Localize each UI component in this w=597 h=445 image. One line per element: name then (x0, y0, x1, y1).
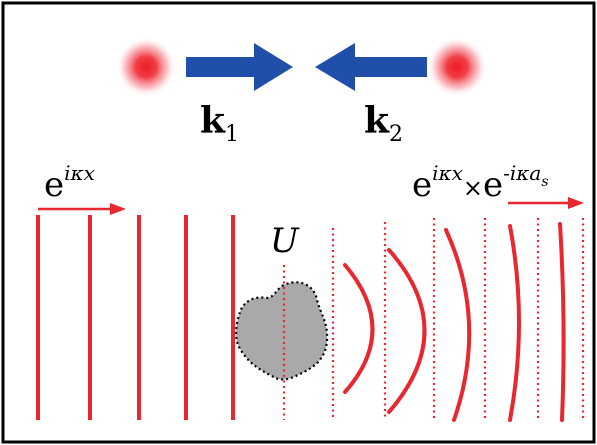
transmitted-arrow-icon (568, 197, 584, 209)
k1-label-sub: 1 (225, 122, 239, 147)
scattered-wave-label: eiκx×e-iκas (412, 161, 549, 205)
k1-label-base: k (200, 100, 226, 142)
scattered-wavefront (558, 222, 566, 422)
phase-base: e (483, 165, 503, 205)
times-sign: × (463, 174, 483, 202)
scattered-wavefront (444, 228, 472, 422)
phase-exp: -iκa (503, 161, 541, 185)
k1-arrow-icon (186, 43, 293, 91)
incident-wavefronts (36, 215, 235, 420)
scatterer-potential-shape (235, 281, 329, 381)
scattered-wave-exp: iκx (432, 161, 463, 185)
k2-label-base: k (364, 100, 390, 142)
scattered-wavefront (387, 248, 427, 414)
incident-wave-label: eiκx (44, 161, 95, 205)
potential-label: U (270, 221, 300, 261)
incident-arrow-icon (110, 203, 126, 215)
phase-exp-sub: s (541, 174, 548, 190)
incident-wave-base: e (44, 165, 64, 205)
scattered-wavefront (343, 263, 375, 394)
k2-label-sub: 2 (389, 122, 403, 147)
scattered-wavefront (508, 224, 521, 422)
scattered-wave-base: e (412, 165, 432, 205)
particle-left-icon (116, 37, 176, 97)
k2-label: k2 (364, 100, 403, 147)
particle-right-icon (427, 37, 487, 97)
reference-wavefronts (282, 218, 585, 420)
incident-wave-exp: iκx (64, 161, 95, 185)
k1-label: k1 (200, 100, 239, 147)
k2-arrow-icon (315, 43, 427, 91)
scattered-wavefronts (343, 222, 566, 422)
